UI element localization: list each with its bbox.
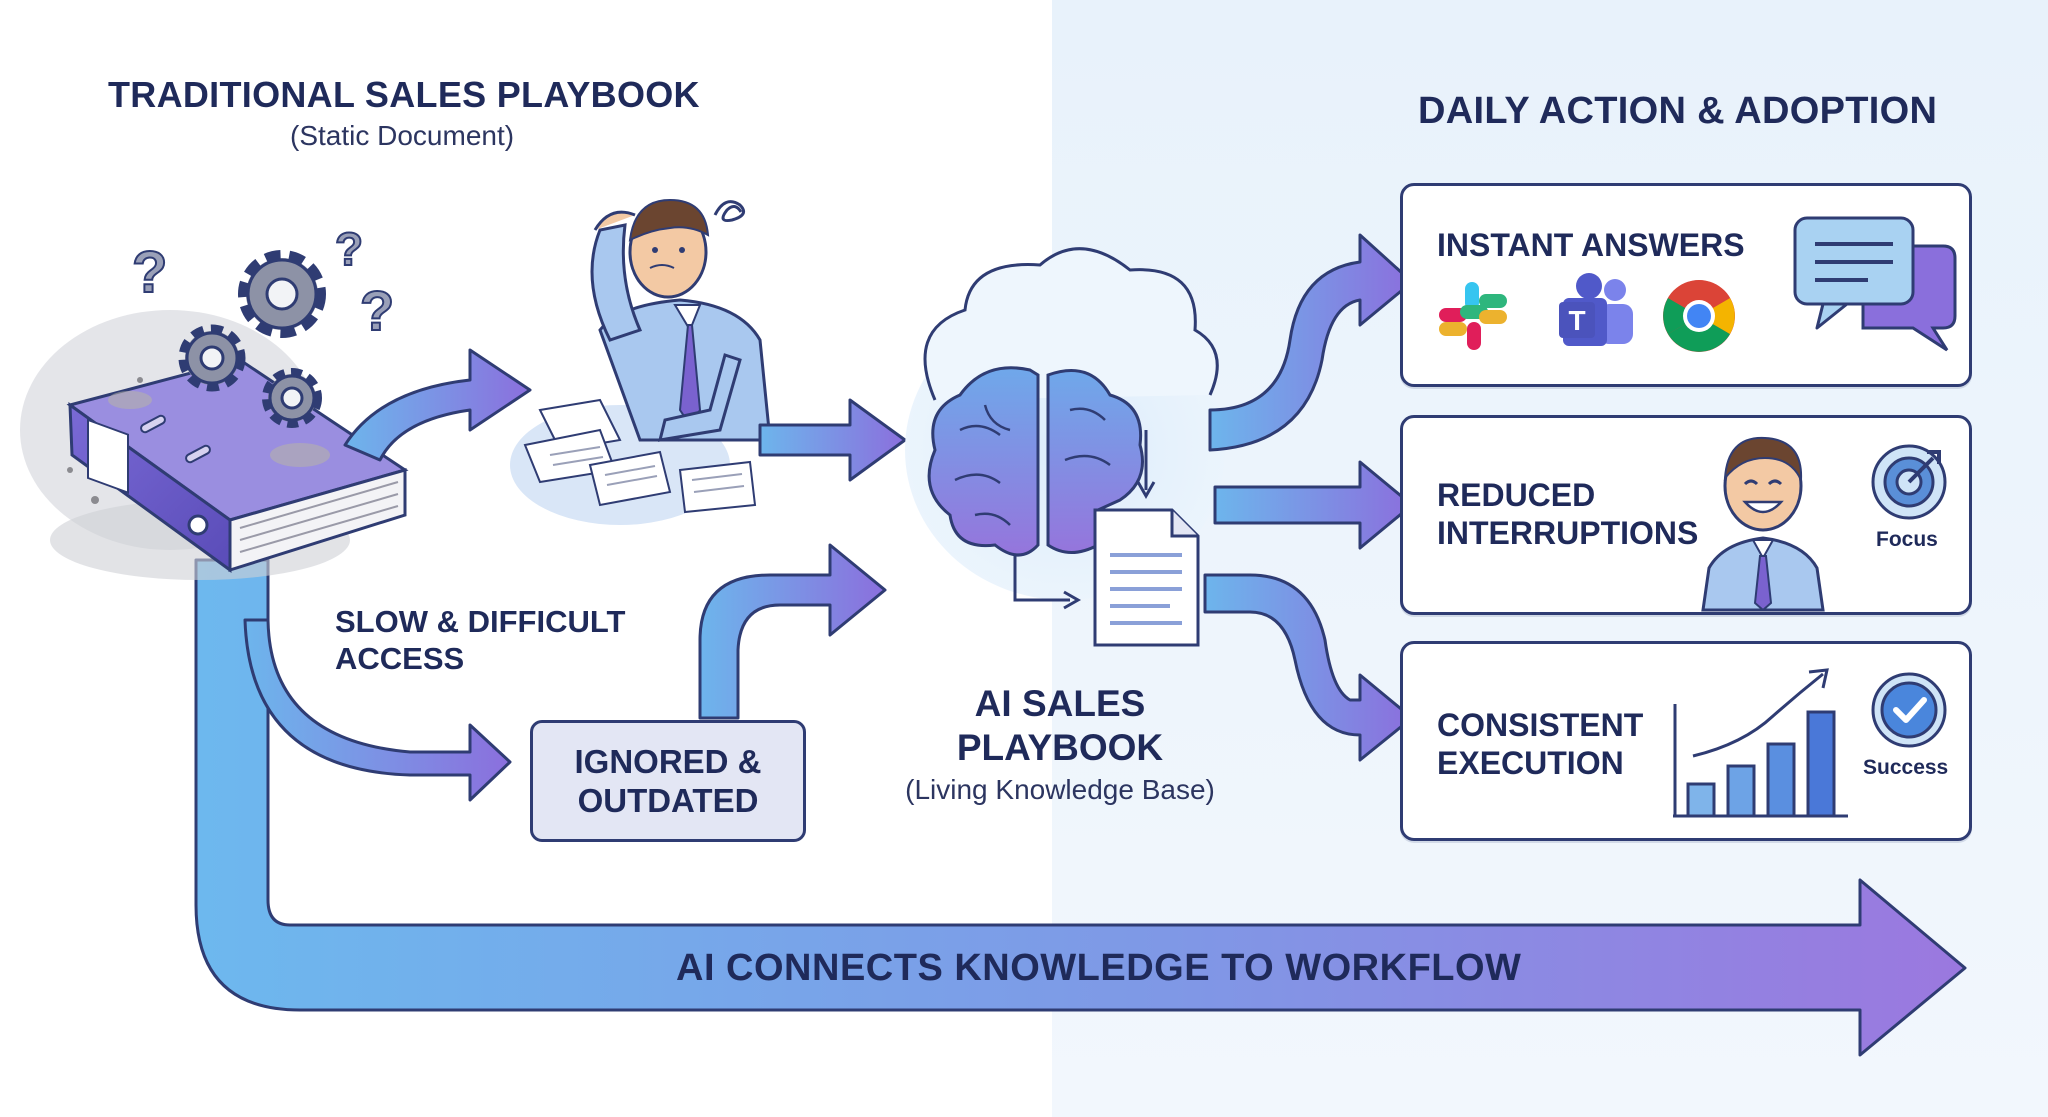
stressed-person-icon bbox=[510, 198, 772, 525]
document-flow-arrows bbox=[1013, 430, 1156, 610]
daily-action-title: DAILY ACTION & ADOPTION bbox=[1418, 90, 1938, 132]
arrow-to-consistent-execution bbox=[1203, 573, 1414, 762]
consistent-execution-icons bbox=[1673, 668, 1947, 818]
focus-label: Focus bbox=[1876, 528, 1938, 551]
chrome-icon bbox=[1663, 280, 1735, 352]
bottom-flow-arrow bbox=[194, 558, 1967, 1057]
document-icon bbox=[1093, 508, 1200, 647]
instant-answers-card: INSTANT ANSWERS T bbox=[1400, 183, 1972, 387]
instant-answers-title: INSTANT ANSWERS bbox=[1437, 227, 1745, 263]
smiling-person-icon bbox=[1701, 436, 1825, 612]
arrow-to-reduced-interruptions bbox=[1213, 460, 1414, 550]
brain-icon bbox=[927, 366, 1144, 557]
ignored-outdated-label: IGNORED & OUTDATED bbox=[574, 743, 762, 819]
instant-answers-icons: T bbox=[1439, 216, 1957, 352]
ignored-outdated-box: IGNORED & OUTDATED bbox=[530, 720, 806, 842]
arrow-to-instant-answers bbox=[1208, 233, 1414, 452]
bottom-banner-label: AI CONNECTS KNOWLEDGE TO WORKFLOW bbox=[676, 947, 1522, 989]
slow-access-label: SLOW & DIFFICULT ACCESS bbox=[335, 604, 626, 676]
svg-text:T: T bbox=[1568, 305, 1585, 336]
arrow-from-ignored bbox=[698, 543, 887, 720]
traditional-playbook-title: TRADITIONAL SALES PLAYBOOK bbox=[108, 74, 700, 115]
svg-text:?: ? bbox=[360, 279, 394, 342]
ai-playbook-title: AI SALES PLAYBOOK bbox=[956, 683, 1164, 768]
target-icon bbox=[1871, 444, 1947, 520]
teams-icon: T bbox=[1559, 273, 1633, 346]
reduced-interruptions-icons bbox=[1701, 436, 1947, 612]
success-label: Success bbox=[1863, 756, 1949, 779]
consistent-execution-title: CONSISTENT EXECUTION bbox=[1437, 707, 1644, 782]
gear-icon bbox=[178, 250, 326, 428]
checkmark-icon bbox=[1871, 672, 1947, 748]
arrow-to-ai bbox=[758, 398, 907, 482]
bar-chart-icon bbox=[1673, 668, 1848, 818]
reduced-interruptions-card: REDUCED INTERRUPTIONS Focus bbox=[1400, 415, 1972, 615]
question-mark-icon: ? ? ? bbox=[131, 222, 395, 343]
ai-playbook-subtitle: (Living Knowledge Base) bbox=[905, 774, 1215, 805]
svg-text:?: ? bbox=[335, 223, 363, 275]
arrow-to-ignored bbox=[243, 618, 512, 802]
chat-bubble-icon bbox=[1793, 216, 1957, 352]
traditional-playbook-subtitle: (Static Document) bbox=[290, 120, 515, 151]
svg-text:?: ? bbox=[132, 240, 167, 305]
reduced-interruptions-title: REDUCED INTERRUPTIONS bbox=[1437, 477, 1699, 552]
binder-icon bbox=[20, 310, 409, 580]
arrow-to-person bbox=[343, 348, 532, 462]
consistent-execution-card: CONSISTENT EXECUTION Success bbox=[1400, 641, 1972, 841]
slack-icon bbox=[1439, 282, 1507, 350]
